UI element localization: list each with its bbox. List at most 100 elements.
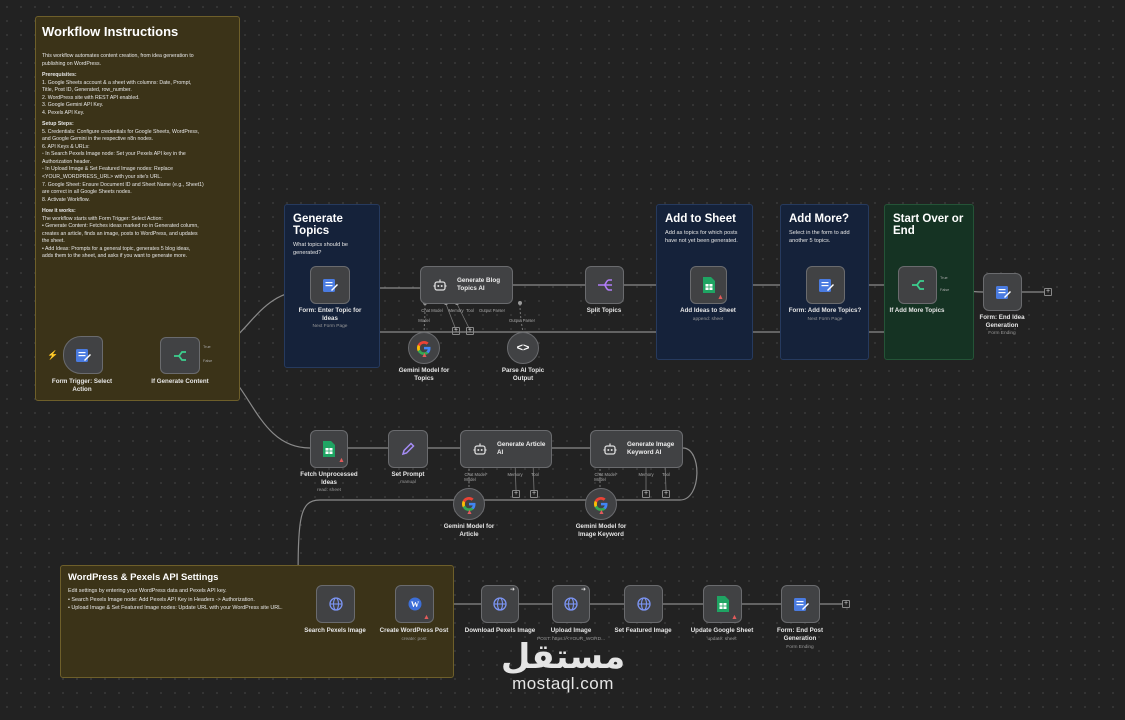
generate-image-keyword-title: Generate Image Keyword AI (627, 441, 675, 456)
create-wordpress-post-node[interactable]: W (395, 585, 434, 623)
instruction-line: 4. Pexels API Key. (42, 109, 85, 116)
google-icon (590, 493, 612, 515)
wordpress-pexels-settings-note[interactable]: WordPress & Pexels API Settings Edit set… (60, 565, 454, 678)
fetch-unprocessed-node[interactable] (310, 430, 348, 468)
instruction-line: • Add Ideas: Prompts for a general topic… (42, 245, 191, 252)
instruction-line: adds them to the sheet, and asks if you … (42, 253, 188, 260)
wp-note-line: • Search Pexels Image node: Add Pexels A… (68, 596, 255, 603)
add-ideas-sheet-sub: append: sheet (692, 317, 724, 322)
if-generate-content-node[interactable] (160, 337, 200, 374)
warning-icon: ▲ (466, 509, 473, 516)
workflow-instructions-note[interactable]: Workflow Instructions This workflow auto… (35, 16, 240, 401)
update-google-sheet-label: Update Google Sheet (690, 627, 754, 634)
instruction-line: 7. Google Sheet: Ensure Document ID and … (42, 181, 204, 188)
instruction-line: Title, Post ID, Generated, row_number. (42, 87, 132, 94)
instruction-line: publishing on WordPress. (42, 60, 102, 67)
set-prompt-label: Set Prompt (391, 471, 425, 478)
wp-note-line: • Upload Image & Set Featured Image node… (68, 605, 283, 612)
add-ideas-sheet-node[interactable] (690, 266, 727, 304)
instruction-line: Authorization header. (42, 158, 92, 165)
form-end-idea-sub: Form Ending (988, 331, 1016, 336)
download-pexels-node[interactable] (481, 585, 519, 623)
instruction-line: are correct in all Google Sheets nodes. (42, 189, 132, 196)
generate-article-node[interactable]: Generate Article AI (460, 430, 552, 468)
set-prompt-sub: manual (400, 480, 416, 485)
wordpress-icon: W (404, 593, 426, 615)
gemini-model-keyword-node[interactable] (585, 488, 617, 520)
add-node-button[interactable]: + (842, 600, 850, 608)
tool-port-label: Tool (466, 308, 474, 313)
instruction-line: 8. Activate Workflow. (42, 196, 90, 203)
globe-icon (325, 593, 347, 615)
memory-port-label: Memory (507, 472, 523, 477)
form-icon (815, 274, 837, 296)
add-to-sheet-section[interactable]: Add to Sheet Add as topics for which pos… (656, 204, 753, 360)
fetch-unprocessed-sub: read: sheet (316, 488, 342, 493)
if-branch-icon (169, 345, 191, 367)
form-add-more-node[interactable] (806, 266, 845, 304)
split-icon (594, 274, 616, 296)
instruction-line: ◦ In Upload Image & Set Featured Image n… (42, 166, 174, 173)
set-prompt-node[interactable] (388, 430, 428, 468)
update-google-sheet-sub: update: sheet (707, 637, 737, 642)
form-trigger-node[interactable] (63, 336, 103, 374)
svg-text:W: W (410, 599, 419, 609)
warning-icon: ▲ (598, 509, 605, 516)
watermark-latin: mostaql.com (512, 674, 614, 693)
instruction-line: How it works: (42, 208, 76, 215)
parse-ai-output-node[interactable]: <> (507, 332, 539, 364)
form-end-idea-node[interactable] (983, 273, 1022, 311)
split-topics-label: Split Topics (586, 307, 622, 314)
instruction-line: This workflow automates content creation… (42, 53, 194, 59)
add-memory-button[interactable]: + (642, 490, 650, 498)
search-pexels-node[interactable] (316, 585, 355, 623)
generate-image-keyword-node[interactable]: Generate Image Keyword AI (590, 430, 683, 468)
memory-port-label: Memory (638, 472, 654, 477)
search-pexels-label: Search Pexels Image (304, 627, 366, 634)
section-desc: What topics should be generated? (293, 242, 349, 256)
form-enter-topic-node[interactable] (310, 266, 350, 304)
warning-icon: ▲ (731, 614, 738, 621)
section-title: Add More? (789, 213, 850, 225)
if-branch-icon (907, 274, 929, 296)
wp-note-line: Edit settings by entering your WordPress… (68, 588, 227, 594)
instruction-line: the sheet. (42, 238, 65, 245)
add-tool-button[interactable]: + (466, 327, 474, 335)
add-tool-button[interactable]: + (530, 490, 538, 498)
instruction-line: The workflow starts with Form Trigger: S… (42, 215, 163, 222)
section-title: Generate Topics (293, 213, 343, 237)
add-memory-button[interactable]: + (512, 490, 520, 498)
form-add-more-sub: Next Form Page (807, 317, 843, 322)
google-sheets-icon (712, 593, 734, 615)
generate-topics-section[interactable]: Generate Topics What topics should be ge… (284, 204, 380, 368)
split-topics-node[interactable] (585, 266, 624, 304)
upload-image-node[interactable] (552, 585, 590, 623)
update-google-sheet-node[interactable] (703, 585, 742, 623)
add-tool-button[interactable]: + (662, 490, 670, 498)
if-generate-content-label: If Generate Content (151, 378, 209, 385)
google-sheets-icon (698, 274, 720, 296)
if-add-more-node[interactable] (898, 266, 937, 304)
set-featured-image-node[interactable] (624, 585, 663, 623)
instruction-line: Prerequisites: (42, 72, 77, 79)
form-enter-topic-sub: Next Form Page (312, 324, 348, 329)
robot-icon (429, 274, 451, 296)
arrow-right-icon: ➜ (581, 587, 587, 593)
add-node-button[interactable]: + (1044, 288, 1052, 296)
section-title: Add to Sheet (665, 213, 736, 225)
if-add-more-label: If Add More Topics (889, 307, 945, 314)
robot-icon (469, 438, 491, 460)
generate-blog-topics-title: Generate Blog Topics AI (457, 277, 501, 292)
generate-blog-topics-node[interactable]: Generate Blog Topics AI (420, 266, 513, 304)
create-wordpress-post-sub: create: post (401, 637, 427, 642)
form-end-post-node[interactable] (781, 585, 820, 623)
model-port-label: Model (464, 477, 476, 482)
gemini-model-topics-node[interactable] (408, 332, 440, 364)
instructions-body: This workflow automates content creation… (42, 53, 233, 261)
memory-port-label: Memory (448, 308, 464, 313)
add-memory-button[interactable]: + (452, 327, 460, 335)
form-end-post-sub: Form Ending (786, 645, 814, 650)
gemini-model-article-node[interactable] (453, 488, 485, 520)
form-end-idea-label: Form: End Idea Generation (979, 314, 1025, 329)
true-output-label: True (203, 345, 211, 349)
